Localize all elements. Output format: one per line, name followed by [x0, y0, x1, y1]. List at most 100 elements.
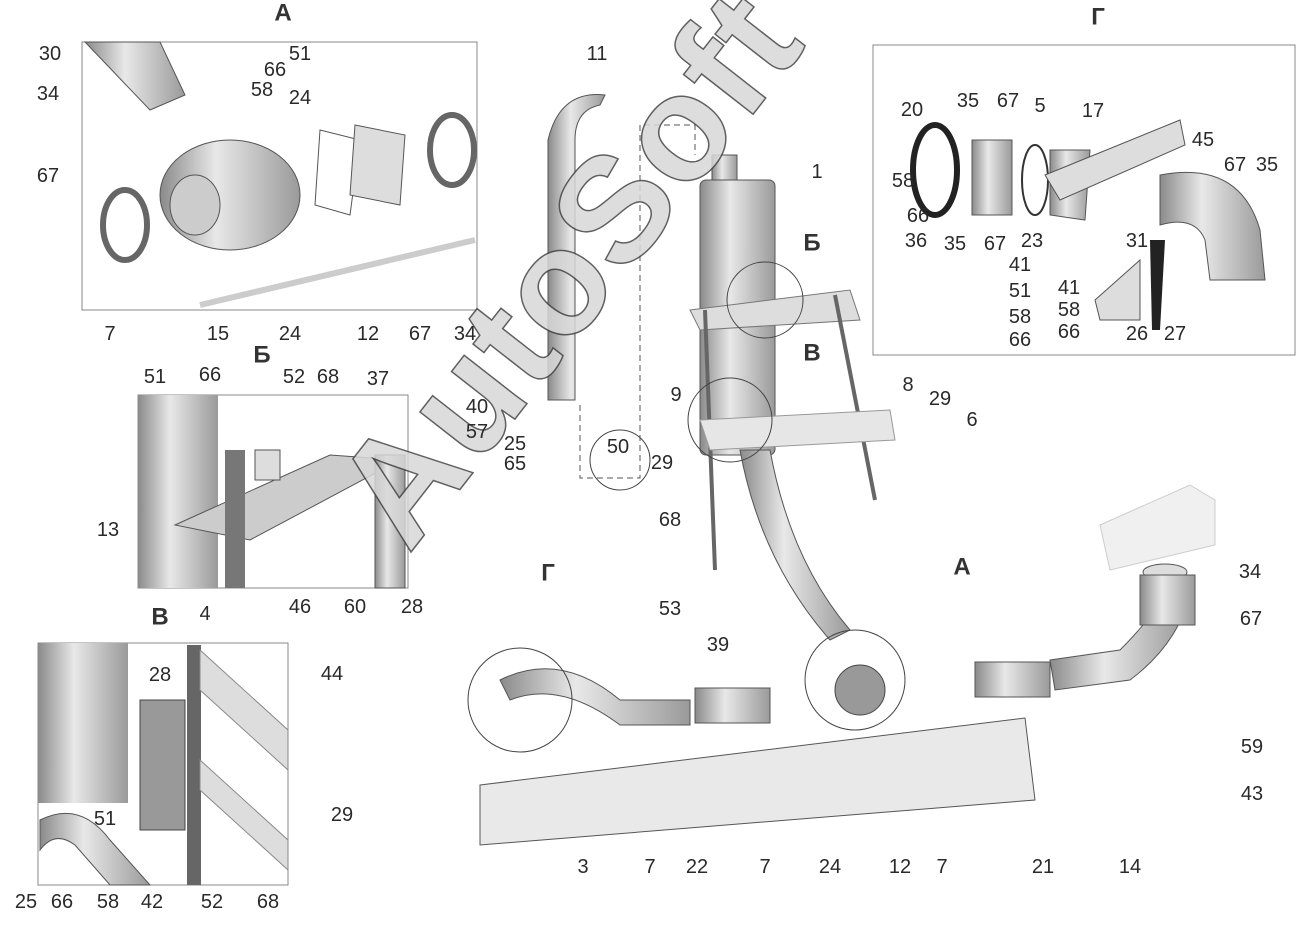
- part-callout-29: 29: [650, 452, 674, 474]
- box-g-parts: [910, 119, 1266, 330]
- part-callout-6: 6: [966, 409, 978, 431]
- part-callout-41: 41: [1057, 277, 1081, 299]
- part-callout-7: 7: [644, 856, 656, 878]
- part-callout-66: 66: [263, 59, 287, 81]
- part-callout-1: 1: [811, 161, 823, 183]
- part-callout-65: 65: [503, 453, 527, 475]
- part-callout-7: 7: [104, 323, 116, 345]
- part-callout-25: 25: [503, 433, 527, 455]
- part-callout-42: 42: [140, 891, 164, 913]
- part-callout-35: 35: [943, 233, 967, 255]
- part-callout-58: 58: [1057, 299, 1081, 321]
- part-callout-24: 24: [818, 856, 842, 878]
- part-callout-24: 24: [278, 323, 302, 345]
- part-callout-51: 51: [143, 366, 167, 388]
- view-header-2: В: [151, 603, 169, 631]
- part-callout-27: 27: [1163, 323, 1187, 345]
- part-callout-66: 66: [50, 891, 74, 913]
- part-callout-35: 35: [1255, 154, 1279, 176]
- part-callout-34: 34: [36, 83, 60, 105]
- box-a-parts: [83, 41, 477, 308]
- part-callout-14: 14: [1118, 856, 1142, 878]
- part-callout-50: 50: [606, 436, 630, 458]
- view-header-1: Б: [253, 341, 271, 369]
- part-callout-66: 66: [198, 364, 222, 386]
- part-callout-22: 22: [685, 856, 709, 878]
- part-callout-43: 43: [1240, 783, 1264, 805]
- part-callout-67: 67: [996, 90, 1020, 112]
- part-callout-51: 51: [288, 43, 312, 65]
- box-v-parts: [38, 643, 289, 886]
- part-callout-58: 58: [1008, 306, 1032, 328]
- part-callout-46: 46: [288, 596, 312, 618]
- part-callout-4: 4: [199, 603, 211, 625]
- part-callout-23: 23: [1020, 230, 1044, 252]
- part-callout-7: 7: [759, 856, 771, 878]
- part-callout-60: 60: [343, 596, 367, 618]
- view-header-6: Г: [541, 559, 555, 587]
- part-callout-66: 66: [1008, 329, 1032, 351]
- part-callout-44: 44: [320, 663, 344, 685]
- view-header-0: А: [274, 0, 292, 27]
- part-callout-67: 67: [36, 165, 60, 187]
- part-callout-57: 57: [465, 421, 489, 443]
- part-callout-36: 36: [904, 230, 928, 252]
- part-callout-12: 12: [356, 323, 380, 345]
- part-callout-52: 52: [282, 366, 306, 388]
- part-callout-28: 28: [148, 664, 172, 686]
- part-callout-9: 9: [670, 384, 682, 406]
- part-callout-5: 5: [1034, 95, 1046, 117]
- main-assembly: [467, 94, 1216, 846]
- part-callout-37: 37: [366, 368, 390, 390]
- part-callout-39: 39: [706, 634, 730, 656]
- part-callout-58: 58: [250, 79, 274, 101]
- part-callout-41: 41: [1008, 254, 1032, 276]
- box-b-parts: [138, 395, 406, 589]
- view-header-7: А: [953, 553, 971, 581]
- part-callout-30: 30: [38, 43, 62, 65]
- part-callout-68: 68: [256, 891, 280, 913]
- part-callout-15: 15: [206, 323, 230, 345]
- part-callout-51: 51: [1008, 280, 1032, 302]
- part-callout-67: 67: [1239, 608, 1263, 630]
- part-callout-52: 52: [200, 891, 224, 913]
- part-callout-7: 7: [936, 856, 948, 878]
- part-callout-66: 66: [1057, 321, 1081, 343]
- part-callout-12: 12: [888, 856, 912, 878]
- part-callout-40: 40: [465, 396, 489, 418]
- part-callout-31: 31: [1125, 230, 1149, 252]
- part-callout-34: 34: [1238, 561, 1262, 583]
- detail-box-a: [81, 41, 478, 311]
- part-callout-67: 67: [983, 233, 1007, 255]
- part-callout-67: 67: [408, 323, 432, 345]
- part-callout-21: 21: [1031, 856, 1055, 878]
- part-callout-26: 26: [1125, 323, 1149, 345]
- part-callout-58: 58: [96, 891, 120, 913]
- part-callout-45: 45: [1191, 129, 1215, 151]
- part-callout-11: 11: [586, 43, 608, 65]
- part-callout-51: 51: [93, 808, 117, 830]
- view-header-5: В: [803, 339, 821, 367]
- part-callout-3: 3: [577, 856, 589, 878]
- part-callout-17: 17: [1081, 100, 1105, 122]
- part-callout-24: 24: [288, 87, 312, 109]
- part-callout-67: 67: [1223, 154, 1247, 176]
- part-callout-35: 35: [956, 90, 980, 112]
- part-callout-68: 68: [316, 366, 340, 388]
- part-callout-68: 68: [658, 509, 682, 531]
- part-callout-66: 66: [906, 205, 930, 227]
- detail-box-g: [872, 44, 1296, 356]
- part-callout-25: 25: [14, 891, 38, 913]
- part-callout-20: 20: [900, 99, 924, 121]
- part-callout-58: 58: [891, 170, 915, 192]
- view-header-4: Б: [803, 229, 821, 257]
- view-header-3: Г: [1091, 3, 1105, 31]
- part-callout-59: 59: [1240, 736, 1264, 758]
- part-callout-29: 29: [928, 388, 952, 410]
- part-callout-53: 53: [658, 598, 682, 620]
- part-callout-13: 13: [96, 519, 120, 541]
- part-callout-29: 29: [330, 804, 354, 826]
- part-callout-34: 34: [453, 323, 477, 345]
